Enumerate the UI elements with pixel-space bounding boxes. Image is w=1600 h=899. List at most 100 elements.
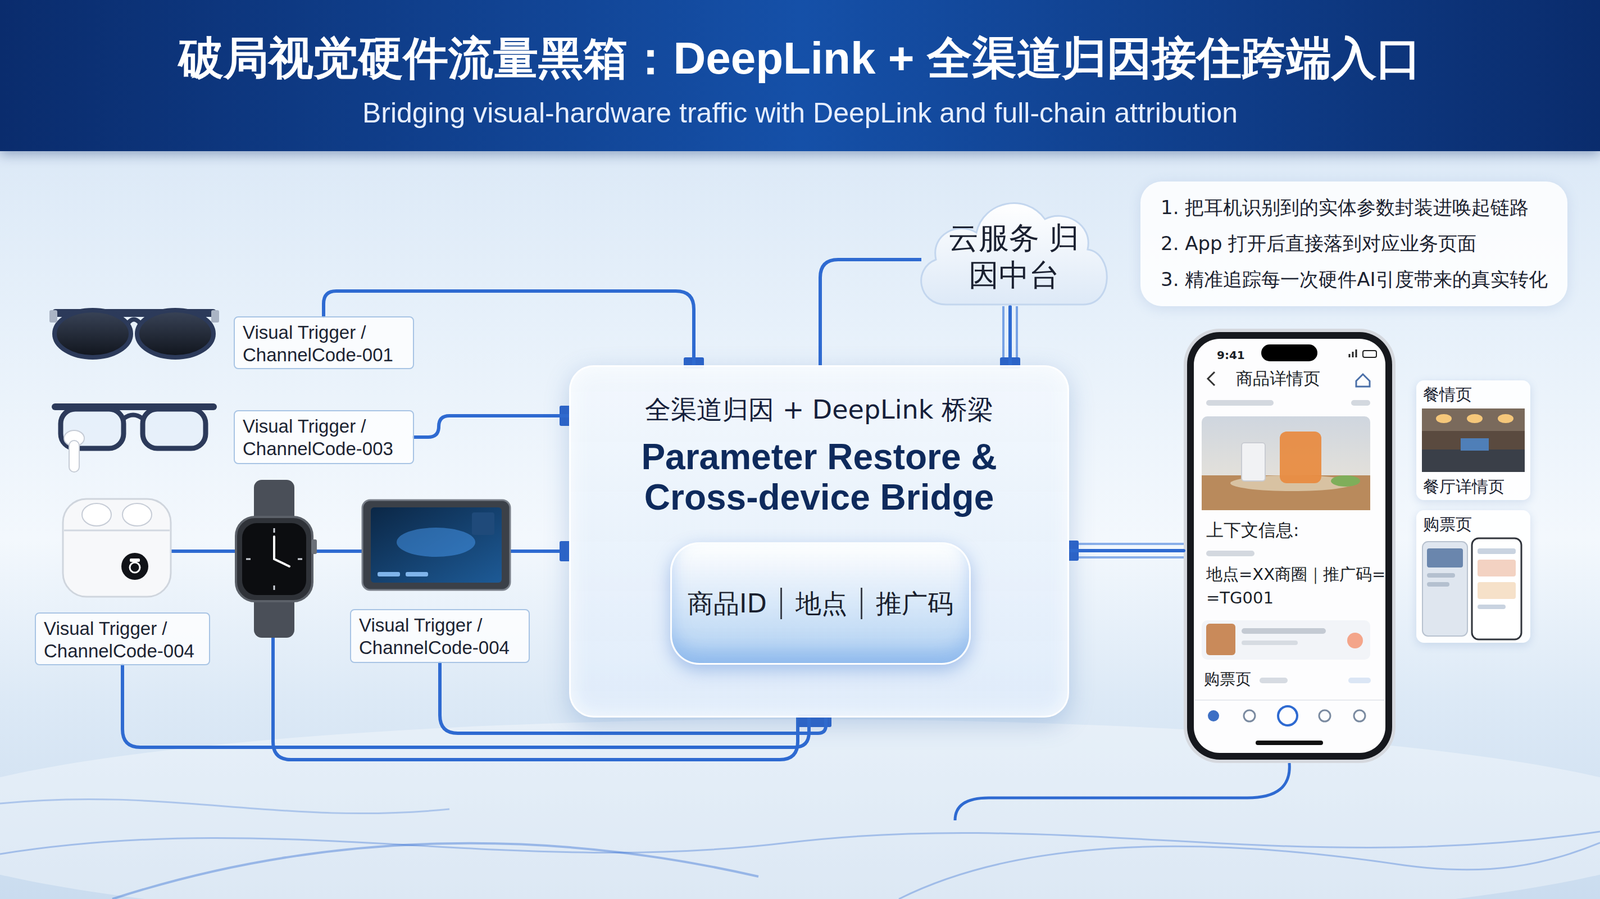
connector [414,415,570,438]
thumb-banner [1426,548,1463,568]
battery-icon [1362,350,1377,358]
trigger-tag: Visual Trigger / ChannelCode-003 [233,410,415,465]
thumb-screen [1422,541,1468,636]
tab-icon [1243,710,1256,722]
thumb-phone [1471,538,1522,640]
cloud-wire [820,259,922,366]
thumb-light [1466,414,1483,424]
phone-wire [1069,543,1184,558]
bridge [128,319,140,324]
camera-lens [129,562,140,573]
home-indicator [1255,740,1324,745]
case-body [62,498,171,597]
connector [1008,306,1012,366]
node-text: 2. App 打开后直接落到对应业务页面 [1160,225,1563,262]
subtitle: Bridging visual-hardware traffic with De… [0,95,1600,131]
tablet-screen [370,507,502,583]
list-thumb [1206,623,1236,656]
node-text: 购票页 [1203,669,1252,690]
thumb-card [1477,582,1516,599]
thumb-bar [1477,604,1506,609]
earbuds-case [62,498,171,597]
trigger-tag: Visual Trigger / ChannelCode-004 [350,608,530,663]
watch-crown [311,539,317,554]
node-text: 推广码 [860,587,967,620]
tab-icon [1278,706,1298,726]
smart-glasses [51,403,217,472]
lens [142,408,206,449]
dynamic-island [1261,344,1318,362]
watch-ticks [246,528,303,590]
blurred-text [1259,677,1288,684]
node-text: 上下文信息: [1206,519,1299,541]
smart-watch [235,479,317,638]
thumb-card [1477,559,1516,577]
blurred-text [1241,628,1326,634]
node-text: 1. 把耳机识别到的实体参数封装进唤起链路 [1160,189,1563,226]
floor-wire [0,831,1600,854]
home-icon [1356,374,1370,387]
earbud-stem [69,440,80,472]
page-card: 餐情页餐厅详情页 [1416,380,1531,500]
node-text: Visual Trigger / ChannelCode-004 [358,614,521,659]
phone-screen: 9:41商品详情页上下文信息:地点=XX商圈｜推广码= =TG001购票页 [1183,328,1396,763]
tablet-device [362,500,511,590]
node-text: 地点 [780,587,861,620]
thumb-bar [1426,582,1450,587]
node-text: Visual Trigger / ChannelCode-003 [242,415,406,461]
trigger-tag: Visual Trigger / ChannelCode-004 [34,612,211,666]
node-text: Visual Trigger / ChannelCode-004 [43,617,202,663]
phone-wire [955,762,1290,821]
node-text: 餐厅详情页 [1423,476,1505,497]
thumb-counter [1421,449,1525,472]
page-card: 购票页 [1416,510,1531,643]
phone-screen [1193,338,1386,753]
screen-glow [396,527,476,557]
screen-panel [471,512,495,535]
photo-jar [1279,431,1322,484]
list-badge [1347,632,1363,649]
tab-divider [1194,699,1385,701]
smart-sunglasses [49,308,220,358]
cloud-wire [1003,306,1017,366]
node-text: Visual Trigger / ChannelCode-001 [242,321,406,367]
thumb-bar [1426,573,1456,578]
thumb-bar [1477,548,1516,554]
node-text: Parameter Restore & Cross-device Bridge [582,436,1057,518]
bridge-panel: 全渠道归因 + DeepLink 桥梁Parameter Restore & C… [569,365,1070,718]
blurred-text [1206,400,1274,406]
diagram-title: 破局视觉硬件流量黑箱：DeepLink + 全渠道归因接住跨端入口 [0,29,1600,88]
connector-plugs [559,357,1079,727]
tab-icon [1207,710,1220,722]
smartphone [1183,328,1396,763]
camera-top [129,558,140,562]
node-text: 购票页 [1423,514,1472,534]
header-band: 破局视觉硬件流量黑箱：DeepLink + 全渠道归因接住跨端入口 Bridgin… [0,0,1600,152]
param-capsule: 商品ID地点推广码 [670,542,971,665]
photo-cup [1241,442,1266,481]
list-item [1201,620,1371,660]
hinge [49,310,58,323]
lens [137,310,214,358]
node-text: 商品详情页 [1221,367,1335,390]
tab-icon [1319,710,1331,722]
screen-bar [405,571,429,577]
watch-case [235,516,313,602]
thumb-panel [1460,438,1489,451]
thumb-light [1435,414,1452,424]
thumb-light [1497,414,1514,424]
blurred-text [1241,640,1298,645]
cloud-service: 云服务 归因中台 [911,188,1117,307]
earbud [122,503,152,526]
blurred-text [1351,400,1371,406]
tab-icon [1353,710,1366,722]
phone-rim [1183,328,1396,763]
earbud [82,503,112,526]
tablet-body [362,500,511,590]
node-text: 餐情页 [1423,384,1472,404]
camera [121,552,149,580]
node-text: 9:41 [1216,347,1245,363]
phone-bezel [1187,332,1393,760]
back-chevron [1207,371,1215,386]
